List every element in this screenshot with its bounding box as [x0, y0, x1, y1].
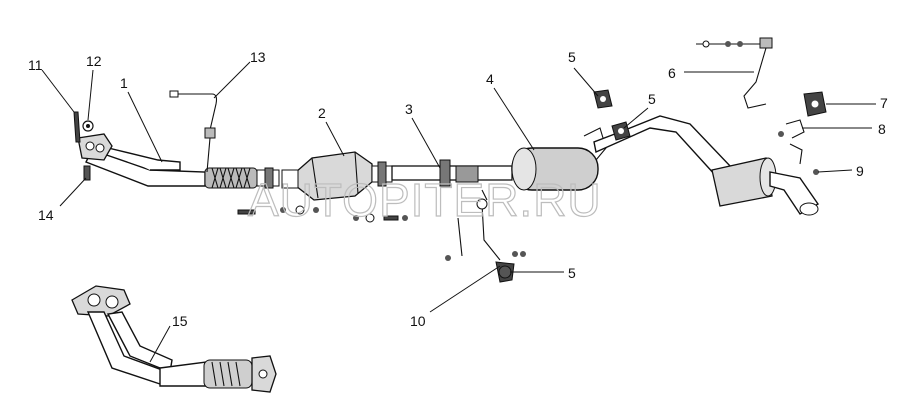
callout-4: 4	[486, 71, 494, 87]
center-muffler-part-4	[511, 127, 607, 191]
rubber-hanger-part-7	[803, 91, 827, 117]
intermediate-pipe-part-3	[391, 159, 513, 201]
callout-1: 1	[120, 75, 128, 91]
callout-13: 13	[250, 49, 266, 65]
callout-2: 2	[318, 105, 326, 121]
rubber-hanger-part-5-upper	[593, 89, 631, 141]
callout-15: 15	[172, 313, 188, 329]
nut-part-12	[82, 120, 94, 132]
watermark-text: AUTOPITER.RU	[248, 174, 602, 226]
callout-9: 9	[856, 163, 864, 179]
flex-joint	[204, 167, 280, 189]
callout-12: 12	[86, 53, 102, 69]
callout-11: 11	[28, 57, 43, 73]
bolt-part-14	[83, 165, 91, 181]
callout-5-top: 5	[568, 49, 576, 65]
bolt-part-9	[789, 143, 819, 175]
bracket-rod-part-6	[696, 37, 773, 109]
gasket-bolts	[237, 205, 408, 223]
rubber-hanger-part-5-lower	[498, 265, 512, 279]
catalytic-converter-part-2	[281, 151, 393, 201]
callout-6: 6	[668, 65, 676, 81]
callout-5-lower: 5	[568, 265, 576, 281]
callout-8: 8	[878, 121, 886, 137]
callout-labels: 11 12 1 13 14 2 3 4 5 5 5 6 7 8 9 10 15	[28, 49, 888, 329]
callout-10: 10	[410, 313, 426, 329]
oxygen-sensor-part-13	[169, 90, 218, 173]
callout-7: 7	[880, 95, 888, 111]
stud-part-11	[73, 111, 81, 143]
front-pipe-part-1	[77, 133, 206, 187]
downpipe-assembly-part-15	[71, 285, 277, 393]
clamp-part-8	[778, 119, 805, 139]
callout-3: 3	[405, 101, 413, 117]
leader-lines	[41, 61, 876, 363]
callout-14: 14	[38, 207, 54, 223]
callout-5-middle: 5	[648, 91, 656, 107]
